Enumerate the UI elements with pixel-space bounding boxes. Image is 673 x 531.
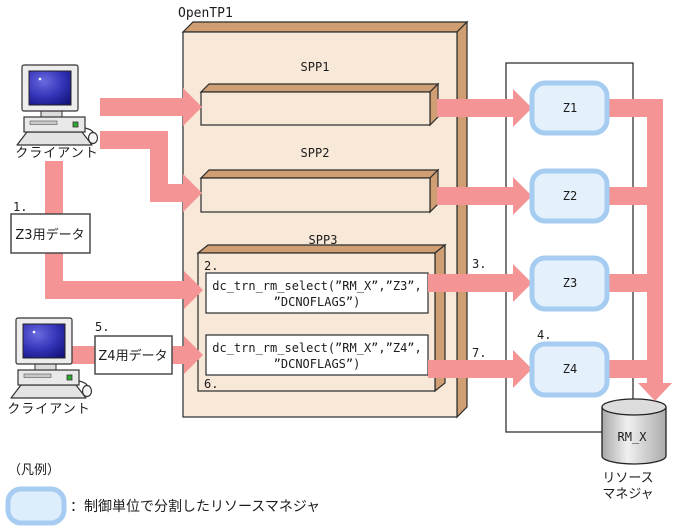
rm-group-frame [505, 62, 634, 433]
mouse-icon [81, 384, 93, 398]
step-6: 6. [204, 377, 218, 391]
keyboard-base [10, 384, 87, 399]
monitor-stand [34, 363, 57, 371]
arrow-client1-to-spp1 [100, 88, 202, 126]
cpu-power-led [72, 121, 79, 128]
rm-select-call-z4-line2: ”DCNOFLAGS”) [274, 357, 361, 371]
rm-select-call-z4: dc_trn_rm_select(”RM_X”,”Z4”, ”DCNOFLAGS… [205, 334, 429, 376]
rm-select-call-z3: dc_trn_rm_select(”RM_X”,”Z3”, ”DCNOFLAGS… [205, 272, 429, 314]
rm-zone-z2-label: Z2 [563, 189, 577, 203]
client-1-label: クライアント [15, 146, 98, 161]
resource-manager-caption-line1: リソース [602, 471, 653, 486]
client-computer-1 [16, 64, 99, 146]
cpu-drive-slot [29, 120, 58, 125]
spp1-label: SPP1 [301, 60, 330, 74]
spp2-label: SPP2 [301, 146, 330, 160]
step-5: 5. [95, 320, 109, 334]
rm-zone-z2: Z2 [529, 168, 610, 224]
rm-zone-z1: Z1 [529, 80, 610, 136]
computer-icon [10, 317, 93, 399]
arrow-spp3-to-z4 [428, 350, 532, 388]
z3-data-box-label: Z3用データ [15, 227, 84, 243]
keyboard-base [16, 131, 93, 146]
arrow-zones-to-rmx [607, 99, 672, 401]
rm-x-cylinder-body [601, 407, 667, 465]
arrow-client1-to-spp2 [100, 131, 202, 212]
screen-highlight [38, 77, 42, 81]
rm-x-cylinder-top [601, 398, 667, 416]
rm-zone-z3-label: Z3 [563, 276, 577, 290]
client-computer-2 [10, 317, 93, 399]
cpu-power-led [66, 374, 73, 381]
opentp1-box-right-face [456, 20, 468, 419]
legend-swatch [5, 486, 67, 526]
opentp1-label: OpenTP1 [178, 6, 233, 21]
spp2-process-bar [199, 168, 440, 214]
rm-zone-z1-label: Z1 [563, 101, 577, 115]
rm-zone-z4-label: Z4 [563, 362, 577, 376]
arrow-spp2-to-z2 [437, 177, 532, 215]
client-2-label: クライアント [7, 402, 90, 417]
step-1: 1. [13, 200, 27, 214]
spp1-process-bar [199, 82, 440, 127]
cpu-drive-slot [23, 373, 52, 378]
computer-icon [16, 64, 99, 146]
rm-zone-z3: Z3 [529, 255, 610, 312]
monitor-screen [28, 70, 72, 106]
legend: （凡例） ：制御単位で分割したリソースマネジャ [5, 463, 320, 526]
rm-select-call-z4-line1: dc_trn_rm_select(”RM_X”,”Z4”, [212, 341, 422, 355]
rm-select-call-z3-line2: ”DCNOFLAGS”) [274, 295, 361, 309]
step-4: 4. [537, 328, 551, 342]
monitor-stand [40, 110, 63, 118]
rm-x-database: RM_X [601, 398, 667, 465]
arrow-spp1-to-z1 [437, 89, 532, 127]
opentp1-box-top-face [181, 21, 469, 33]
legend-text: ：制御単位で分割したリソースマネジャ [70, 498, 320, 515]
z4-data-box: Z4用データ [94, 335, 173, 375]
resource-manager-caption-line2: マネジャ [602, 487, 653, 502]
step-2: 2. [204, 259, 218, 273]
arrow-spp3-to-z3 [428, 264, 532, 302]
rm-x-label: RM_X [618, 430, 648, 444]
legend-heading: （凡例） [8, 463, 60, 478]
screen-highlight [32, 330, 36, 334]
rm-zone-z4: Z4 [529, 341, 610, 398]
step-7: 7. [472, 346, 486, 360]
z4-data-box-label: Z4用データ [98, 348, 167, 364]
rm-select-call-z3-line1: dc_trn_rm_select(”RM_X”,”Z3”, [212, 279, 422, 293]
step-3: 3. [472, 257, 486, 271]
z3-data-box: Z3用データ [10, 213, 91, 254]
mouse-icon [87, 131, 99, 145]
spp3-label: SPP3 [309, 233, 338, 247]
monitor-screen [22, 323, 66, 359]
